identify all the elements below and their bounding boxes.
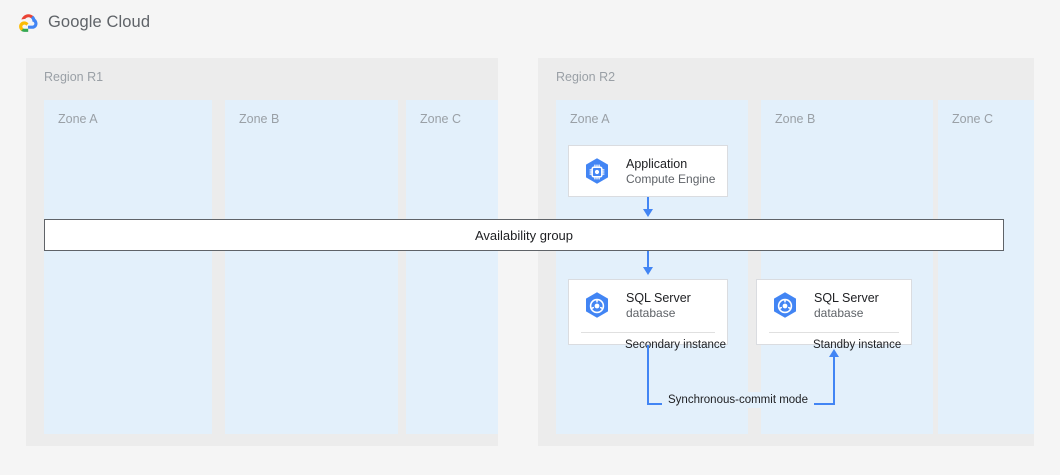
availability-group-label: Availability group	[474, 227, 574, 243]
node-db-secondary-divider	[581, 332, 715, 333]
node-db-secondary-title: SQL Server	[626, 291, 691, 305]
zone-r2-b-label: Zone B	[775, 112, 816, 126]
node-db-secondary-subtitle: database	[626, 306, 676, 320]
node-db-standby-divider	[769, 332, 899, 333]
page-header: Google Cloud	[0, 0, 1060, 46]
zone-r2-a-label: Zone A	[570, 112, 610, 126]
node-db-secondary[interactable]: SQL Server database Secondary instance	[568, 279, 728, 351]
zone-r2-b: Zone B	[761, 100, 933, 434]
node-db-standby-title: SQL Server	[814, 291, 879, 305]
arrow-up-icon	[829, 349, 839, 357]
connector-secondary-to-standby-left	[647, 345, 649, 405]
zone-r2-c-label: Zone C	[952, 112, 993, 126]
node-db-secondary-body: SQL Server database	[569, 280, 727, 332]
node-db-secondary-footer: Secondary instance	[625, 339, 727, 351]
synchronous-commit-mode-label: Synchronous-commit mode	[662, 392, 814, 408]
zone-r1-a: Zone A	[44, 100, 212, 434]
availability-group-bar: Availability group	[44, 219, 1004, 251]
region-r2-label: Region R2	[556, 70, 616, 84]
sql-server-database-icon	[768, 289, 802, 323]
node-application-text: Application Compute Engine	[626, 157, 715, 187]
zone-r1-c: Zone C	[406, 100, 498, 434]
node-db-standby-footer: Standby instance	[813, 339, 902, 351]
node-application-title: Application	[626, 157, 688, 171]
google-cloud-logo-icon	[15, 12, 41, 34]
node-db-standby-text: SQL Server database	[814, 291, 879, 321]
sql-server-database-icon	[580, 289, 614, 323]
connector-availability-group-to-secondary	[647, 251, 649, 269]
zone-r1-a-label: Zone A	[58, 112, 98, 126]
region-r1: Region R1 Zone A Zone B Zone C	[26, 58, 498, 446]
region-r2: Region R2 Zone A Zone B Zone C	[538, 58, 1034, 446]
node-db-secondary-text: SQL Server database	[626, 291, 691, 321]
arrow-down-icon	[643, 267, 653, 275]
node-application[interactable]: Application Compute Engine	[568, 145, 728, 197]
node-db-standby-subtitle: database	[814, 306, 864, 320]
compute-engine-icon	[580, 155, 614, 189]
zone-r1-b-label: Zone B	[239, 112, 280, 126]
connector-application-to-availability-group	[647, 197, 649, 211]
zone-r2-c: Zone C	[938, 100, 1034, 434]
node-application-subtitle: Compute Engine	[626, 172, 716, 186]
zone-r1-b: Zone B	[225, 100, 398, 434]
region-r1-label: Region R1	[44, 70, 104, 84]
brand-title: Google Cloud	[48, 13, 151, 31]
node-application-body: Application Compute Engine	[569, 146, 727, 198]
arrow-down-icon	[643, 209, 653, 217]
zone-r1-c-label: Zone C	[420, 112, 461, 126]
node-db-standby[interactable]: SQL Server database Standby instance	[756, 279, 912, 351]
node-db-standby-body: SQL Server database	[757, 280, 911, 332]
connector-secondary-to-standby-right	[833, 356, 835, 405]
